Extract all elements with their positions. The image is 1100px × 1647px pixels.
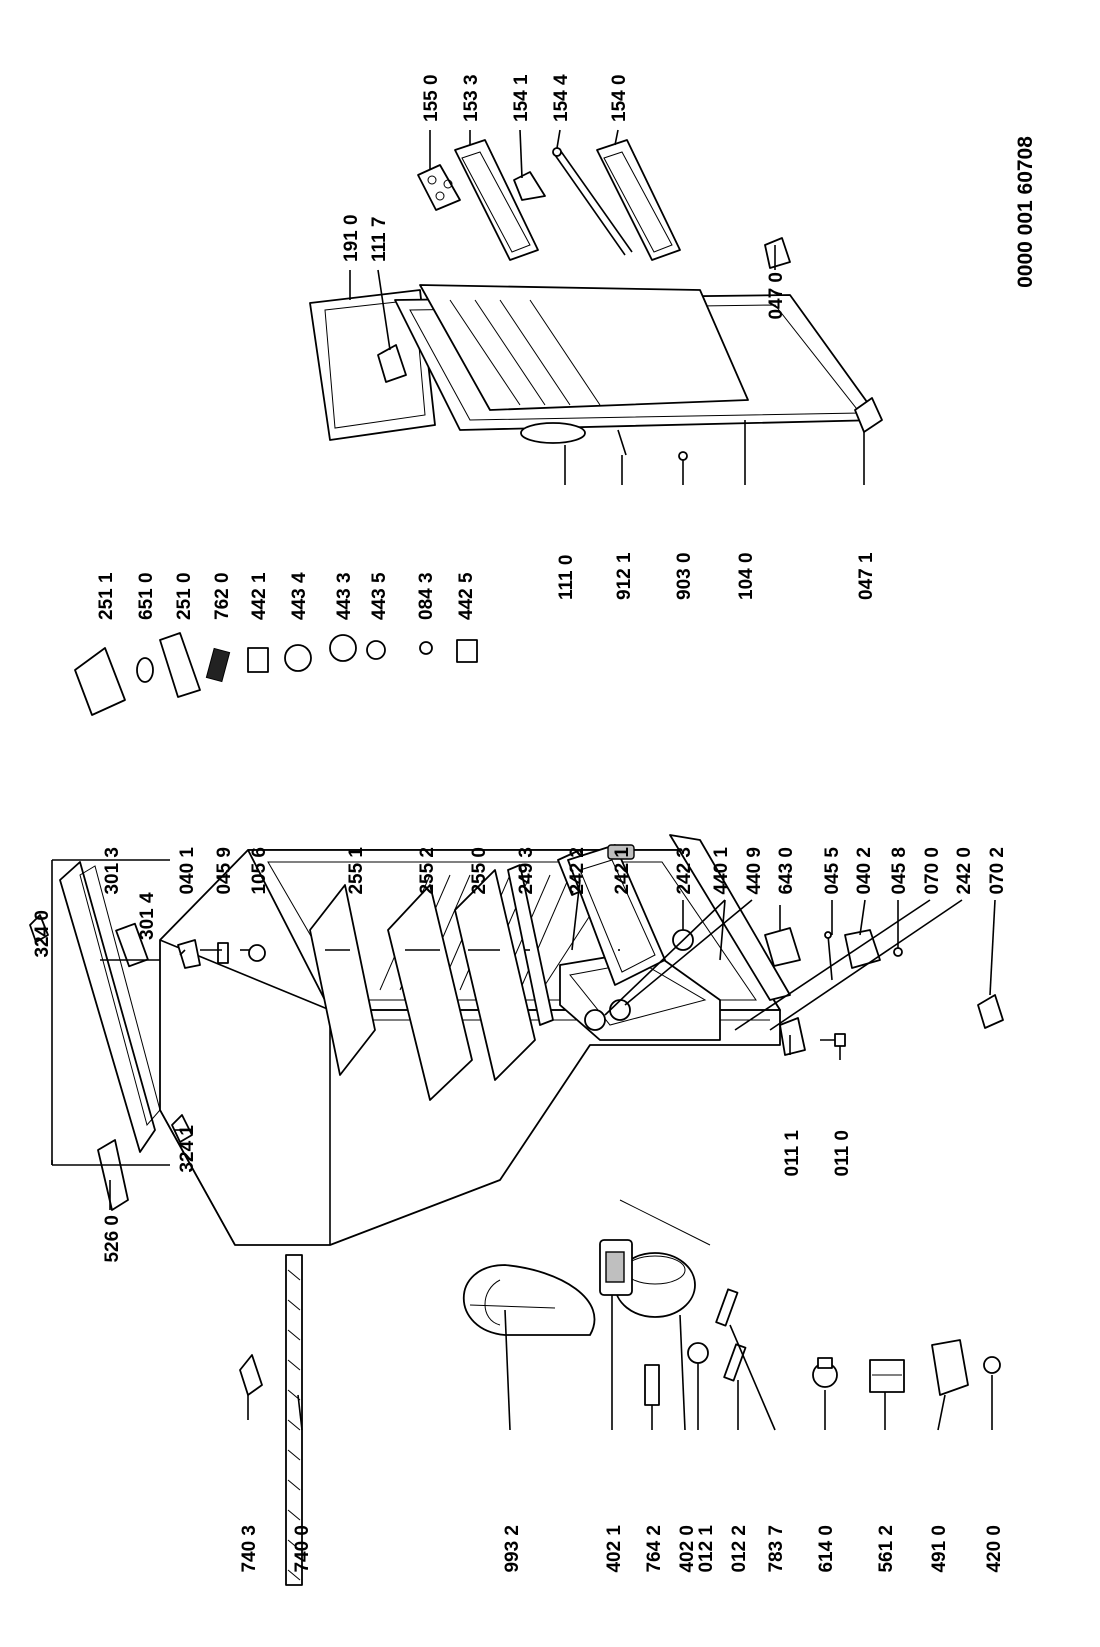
part-labels: 324 0 301 3 301 4 324 1 526 0 040 1 045 … (32, 74, 1037, 1573)
label-324-1: 324 1 (177, 1125, 198, 1173)
top-parts-drawing (29, 844, 1004, 1211)
label-740-3: 740 3 (239, 1525, 260, 1573)
label-249-3: 249 3 (516, 847, 537, 895)
label-191-0: 191 0 (341, 214, 362, 262)
label-011-1: 011 1 (782, 1130, 803, 1177)
label-154-0: 154 0 (609, 74, 630, 122)
label-084-3: 084 3 (416, 572, 437, 620)
label-526-0: 526 0 (102, 1215, 123, 1263)
label-105-6: 105 6 (249, 847, 270, 895)
label-242-0: 242 0 (954, 847, 975, 895)
label-255-1: 255 1 (346, 847, 367, 895)
label-153-3: 153 3 (461, 74, 482, 122)
document-number: 0000 001 60708 (1014, 136, 1037, 288)
lower-parts-drawing (239, 1288, 1001, 1406)
label-047-1: 047 1 (856, 552, 877, 600)
label-442-1: 442 1 (249, 572, 270, 620)
label-443-5: 443 5 (369, 572, 390, 620)
label-440-9: 440 9 (744, 847, 765, 895)
label-443-4: 443 4 (289, 572, 310, 620)
label-012-1: 012 1 (696, 1525, 717, 1573)
label-070-2: 070 2 (987, 847, 1008, 895)
label-491-0: 491 0 (929, 1525, 950, 1573)
label-012-2: 012 2 (729, 1525, 750, 1573)
label-047-0: 047 0 (766, 272, 787, 320)
leader-lines (100, 129, 996, 1431)
label-111-7: 111 7 (369, 217, 390, 262)
label-255-0: 255 0 (469, 847, 490, 895)
label-402-0: 402 0 (677, 1525, 698, 1573)
label-762-0: 762 0 (212, 572, 233, 620)
label-903-0: 903 0 (674, 552, 695, 600)
label-251-1: 251 1 (96, 572, 117, 620)
label-070-0: 070 0 (922, 847, 943, 895)
label-643-0: 643 0 (776, 847, 797, 895)
label-764-2: 764 2 (644, 1525, 665, 1573)
label-651-0: 651 0 (136, 572, 157, 620)
label-440-1: 440 1 (711, 847, 732, 895)
label-301-4: 301 4 (137, 892, 158, 940)
label-993-2: 993 2 (502, 1525, 523, 1573)
label-104-0: 104 0 (736, 552, 757, 600)
label-011-0: 011 0 (832, 1130, 853, 1177)
label-242-3: 242 3 (674, 847, 695, 895)
label-111-0: 111 0 (556, 555, 577, 600)
label-255-2: 255 2 (417, 847, 438, 895)
label-251-0: 251 0 (174, 572, 195, 620)
label-242-1: 242 1 (612, 847, 633, 895)
electrical-parts-drawing (74, 632, 478, 716)
label-242-2: 242 2 (567, 847, 588, 895)
label-614-0: 614 0 (816, 1525, 837, 1573)
door-drawing (309, 139, 883, 461)
label-420-0: 420 0 (984, 1525, 1005, 1573)
label-912-1: 912 1 (614, 552, 635, 600)
label-783-7: 783 7 (766, 1525, 787, 1573)
label-045-5: 045 5 (822, 847, 843, 895)
label-155-0: 155 0 (421, 74, 442, 122)
label-740-0: 740 0 (292, 1525, 313, 1573)
label-442-5: 442 5 (456, 572, 477, 620)
label-154-4: 154 4 (551, 74, 572, 122)
label-301-3: 301 3 (102, 847, 123, 895)
label-045-9: 045 9 (214, 847, 235, 895)
label-040-1: 040 1 (177, 847, 198, 895)
label-402-1: 402 1 (604, 1525, 625, 1573)
label-443-3: 443 3 (334, 572, 355, 620)
label-561-2: 561 2 (876, 1525, 897, 1573)
label-154-1: 154 1 (511, 74, 532, 122)
label-324-0: 324 0 (32, 910, 53, 958)
label-045-8: 045 8 (889, 847, 910, 895)
label-040-2: 040 2 (854, 847, 875, 895)
